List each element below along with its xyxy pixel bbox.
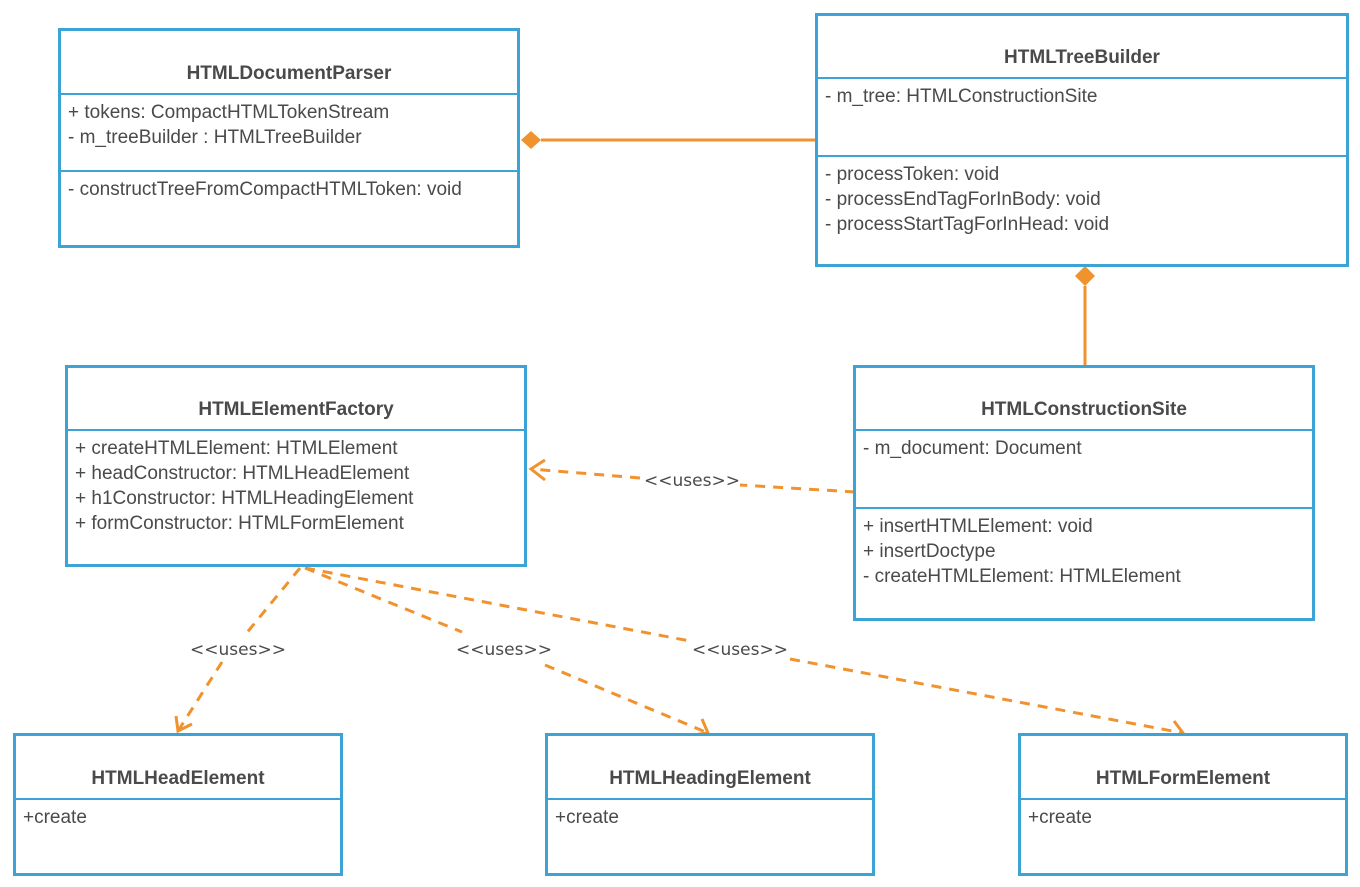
class-attributes: + tokens: CompactHTMLTokenStream - m_tre…: [61, 95, 517, 172]
uses-label-site-factory: <<uses>>: [644, 471, 740, 491]
uses-line-heading-b: [544, 663, 709, 735]
class-name: HTMLFormElement: [1021, 736, 1345, 800]
class-html-document-parser[interactable]: HTMLDocumentParser + tokens: CompactHTML…: [58, 28, 520, 248]
class-name: HTMLConstructionSite: [856, 368, 1312, 431]
attribute: +create: [555, 807, 619, 828]
method: - processStartTagForInHead: void: [825, 214, 1110, 235]
class-attributes: +create: [16, 800, 340, 830]
attribute: + formConstructor: HTMLFormElement: [75, 513, 404, 534]
uses-label-form: <<uses>>: [692, 640, 788, 660]
uses-label-heading: <<uses>>: [456, 640, 552, 660]
method: - createHTMLElement: HTMLElement: [863, 566, 1181, 587]
uses-line-site-factory-b: [530, 467, 641, 480]
class-html-construction-site[interactable]: HTMLConstructionSite - m_document: Docum…: [853, 365, 1315, 621]
class-name: HTMLDocumentParser: [61, 31, 517, 95]
uses-label-head: <<uses>>: [190, 640, 286, 660]
class-name: HTMLTreeBuilder: [818, 16, 1346, 79]
attribute: +create: [23, 807, 87, 828]
attribute: - m_document: Document: [863, 438, 1082, 459]
class-attributes: - m_tree: HTMLConstructionSite: [818, 79, 1346, 157]
class-html-form-element[interactable]: HTMLFormElement +create: [1018, 733, 1348, 876]
class-html-tree-builder[interactable]: HTMLTreeBuilder - m_tree: HTMLConstructi…: [815, 13, 1349, 267]
class-methods: - constructTreeFromCompactHTMLToken: voi…: [61, 172, 517, 202]
composition-diamond-treebuilder: [1075, 266, 1095, 286]
uses-line-form-b: [789, 657, 1184, 735]
class-attributes: - m_document: Document: [856, 431, 1312, 509]
class-methods: - processToken: void - processEndTagForI…: [818, 157, 1346, 237]
class-name: HTMLElementFactory: [68, 368, 524, 431]
class-html-head-element[interactable]: HTMLHeadElement +create: [13, 733, 343, 876]
attribute: + tokens: CompactHTMLTokenStream: [68, 102, 390, 123]
class-name: HTMLHeadElement: [16, 736, 340, 800]
attribute: - m_treeBuilder : HTMLTreeBuilder: [68, 127, 362, 148]
uses-line-form-a: [304, 566, 691, 643]
class-attributes: +create: [548, 800, 872, 830]
uses-line-head-a: [243, 567, 302, 636]
class-attributes: +create: [1021, 800, 1345, 830]
method: - processEndTagForInBody: void: [825, 189, 1101, 210]
class-html-heading-element[interactable]: HTMLHeadingElement +create: [545, 733, 875, 876]
composition-diamond-parser: [521, 131, 541, 149]
attribute: + createHTMLElement: HTMLElement: [75, 438, 398, 459]
class-html-element-factory[interactable]: HTMLElementFactory + createHTMLElement: …: [65, 365, 527, 567]
method: - processToken: void: [825, 164, 1000, 185]
class-attributes: + createHTMLElement: HTMLElement + headC…: [68, 431, 524, 536]
attribute: + h1Constructor: HTMLHeadingElement: [75, 488, 414, 509]
method: + insertDoctype: [863, 541, 996, 562]
uses-line-head-b: [176, 661, 224, 732]
uses-line-heading-a: [304, 566, 463, 634]
class-methods: + insertHTMLElement: void + insertDoctyp…: [856, 509, 1312, 589]
method: - constructTreeFromCompactHTMLToken: voi…: [68, 179, 462, 200]
class-name: HTMLHeadingElement: [548, 736, 872, 800]
method: + insertHTMLElement: void: [863, 516, 1093, 537]
attribute: + headConstructor: HTMLHeadElement: [75, 463, 410, 484]
attribute: - m_tree: HTMLConstructionSite: [825, 86, 1098, 107]
uses-line-site-factory-a: [739, 483, 856, 494]
uses-arrow-head: [174, 715, 193, 734]
attribute: +create: [1028, 807, 1092, 828]
uses-arrow-factory: [528, 458, 546, 482]
